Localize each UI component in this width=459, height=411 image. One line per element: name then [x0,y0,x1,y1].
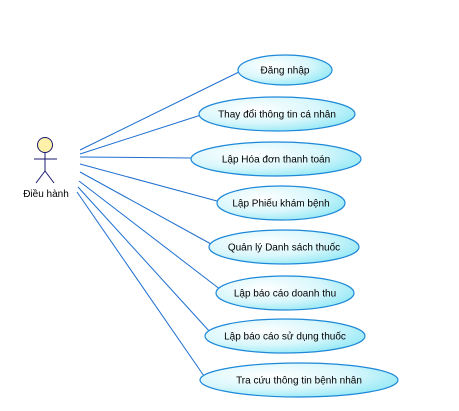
use-case-label: Đăng nhập [261,66,310,77]
actor-right-leg [44,170,55,184]
association-line [79,171,212,245]
use-case-label: Tra cứu thông tin bệnh nhân [236,376,362,387]
actor-left-leg [35,170,46,184]
use-case-ellipse [190,141,362,177]
association-line [78,180,222,291]
use-case-quan-ly-danh-sach-thuoc[interactable]: Quản lý Danh sách thuốc [208,229,360,265]
use-case-lap-bao-cao-su-dung-thuoc[interactable]: Lập báo cáo sử dụng thuốc [204,318,366,354]
use-case-ellipse [216,185,346,221]
actor-head [37,137,53,153]
use-cases: Đăng nhập Thay đổi thông tin cá nhân Lập… [190,54,399,398]
actor-label: Điều hành [23,188,69,200]
association-line [76,191,205,377]
use-case-lap-phieu-kham-benh[interactable]: Lập Phiếu khám bệnh [216,185,346,221]
use-case-label: Lập Phiếu khám bệnh [232,198,329,210]
use-case-label: Lập Hóa đơn thanh toán [222,155,330,166]
association-line [79,163,218,202]
association-line [79,69,244,151]
association-lines [76,69,244,377]
use-case-label: Quản lý Danh sách thuốc [228,242,340,254]
use-case-label: Thay đổi thông tin cá nhân [218,109,336,121]
use-case-tra-cuu-thong-tin-benh-nhan[interactable]: Tra cứu thông tin bệnh nhân [199,362,399,398]
association-line [77,186,211,333]
use-case-ellipse [237,54,333,86]
association-line [79,156,192,159]
use-case-ellipse [215,275,355,311]
use-case-ellipse [204,318,366,354]
use-case-thay-doi-thong-tin-ca-nhan[interactable]: Thay đổi thông tin cá nhân [198,96,356,132]
association-line [79,114,202,155]
use-case-lap-hoa-don-thanh-toan[interactable]: Lập Hóa đơn thanh toán [190,141,362,177]
use-case-dang-nhap[interactable]: Đăng nhập [237,54,333,86]
use-case-lap-bao-cao-doanh-thu[interactable]: Lập báo cáo doanh thu [215,275,355,311]
use-case-ellipse [199,362,399,398]
use-case-label: Lập báo cáo sử dụng thuốc [224,331,346,343]
use-case-label: Lập báo cáo doanh thu [234,289,336,300]
use-case-ellipse [198,96,356,132]
use-case-ellipse [208,229,360,265]
actor-dieu-hanh[interactable] [34,137,57,184]
